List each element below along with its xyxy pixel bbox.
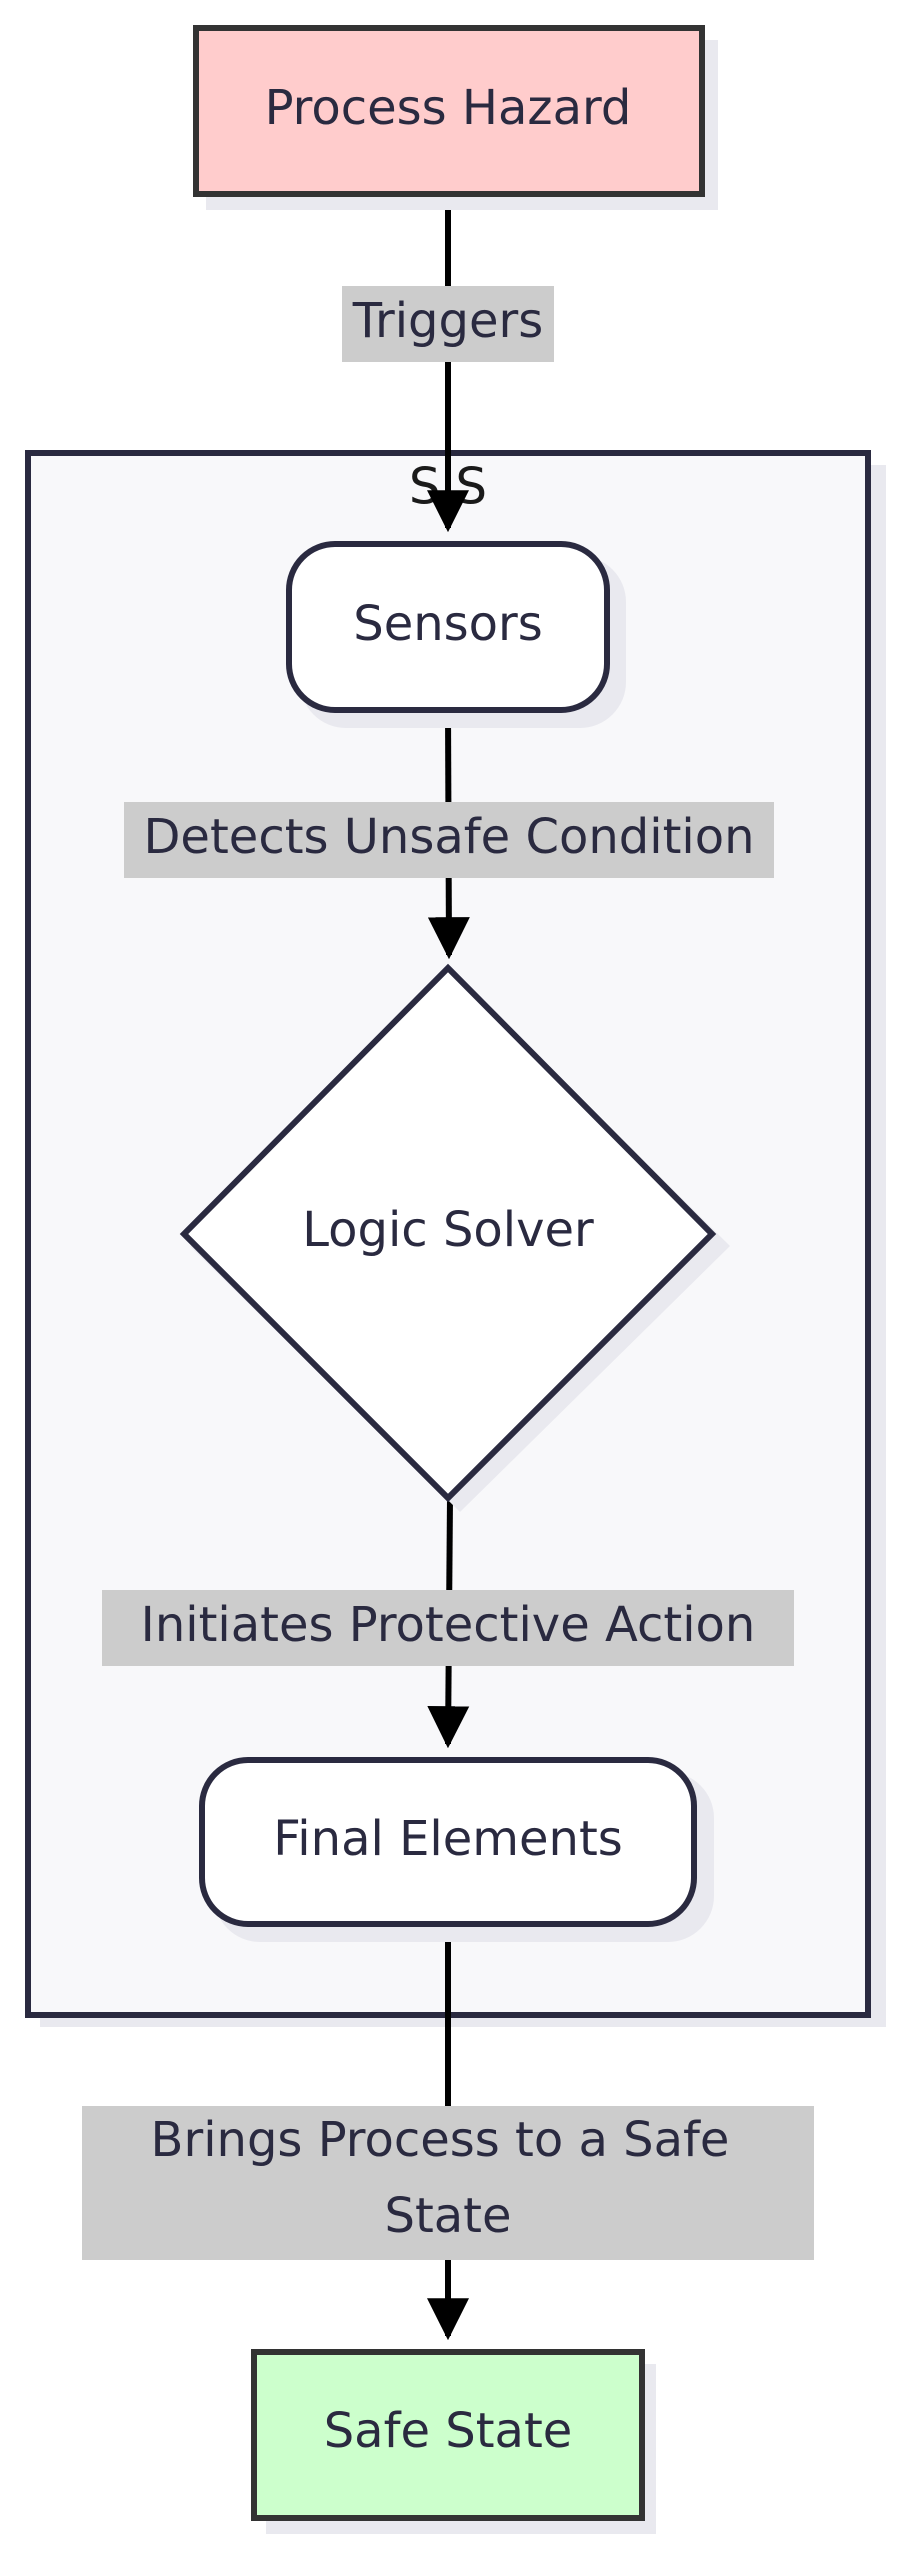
process-hazard-box: [193, 25, 705, 197]
sensors-box: [286, 541, 610, 713]
logic-solver-label: Logic Solver: [302, 1202, 594, 1258]
sensors-label: Sensors: [353, 596, 543, 652]
edge-label-detects: Detects Unsafe Condition: [124, 802, 774, 878]
node-safe-state: Safe State: [251, 2349, 656, 2534]
safe-state-label: Safe State: [324, 2403, 573, 2459]
edge-label-triggers: Triggers: [342, 286, 554, 362]
process-hazard-label: Process Hazard: [265, 80, 632, 136]
edge-label-triggers-text: Triggers: [352, 293, 544, 349]
edge-label-brings-line2: State: [384, 2188, 511, 2244]
node-sensors: Sensors: [286, 541, 626, 728]
edge-label-brings-line1: Brings Process to a Safe: [151, 2112, 730, 2168]
edge-label-initiates-text: Initiates Protective Action: [141, 1597, 756, 1653]
final-elements-label: Final Elements: [273, 1811, 623, 1867]
edge-label-detects-text: Detects Unsafe Condition: [143, 809, 754, 865]
edge-label-brings: Brings Process to a Safe State: [82, 2106, 814, 2260]
final-elements-box: [199, 1757, 697, 1927]
node-logic-solver: Logic Solver: [179, 963, 730, 1512]
edge-label-initiates: Initiates Protective Action: [102, 1590, 794, 1666]
node-final-elements: Final Elements: [199, 1757, 714, 1942]
safe-state-box: [251, 2349, 645, 2521]
logic-solver-diamond: [179, 963, 717, 1503]
node-process-hazard: Process Hazard: [193, 25, 718, 210]
